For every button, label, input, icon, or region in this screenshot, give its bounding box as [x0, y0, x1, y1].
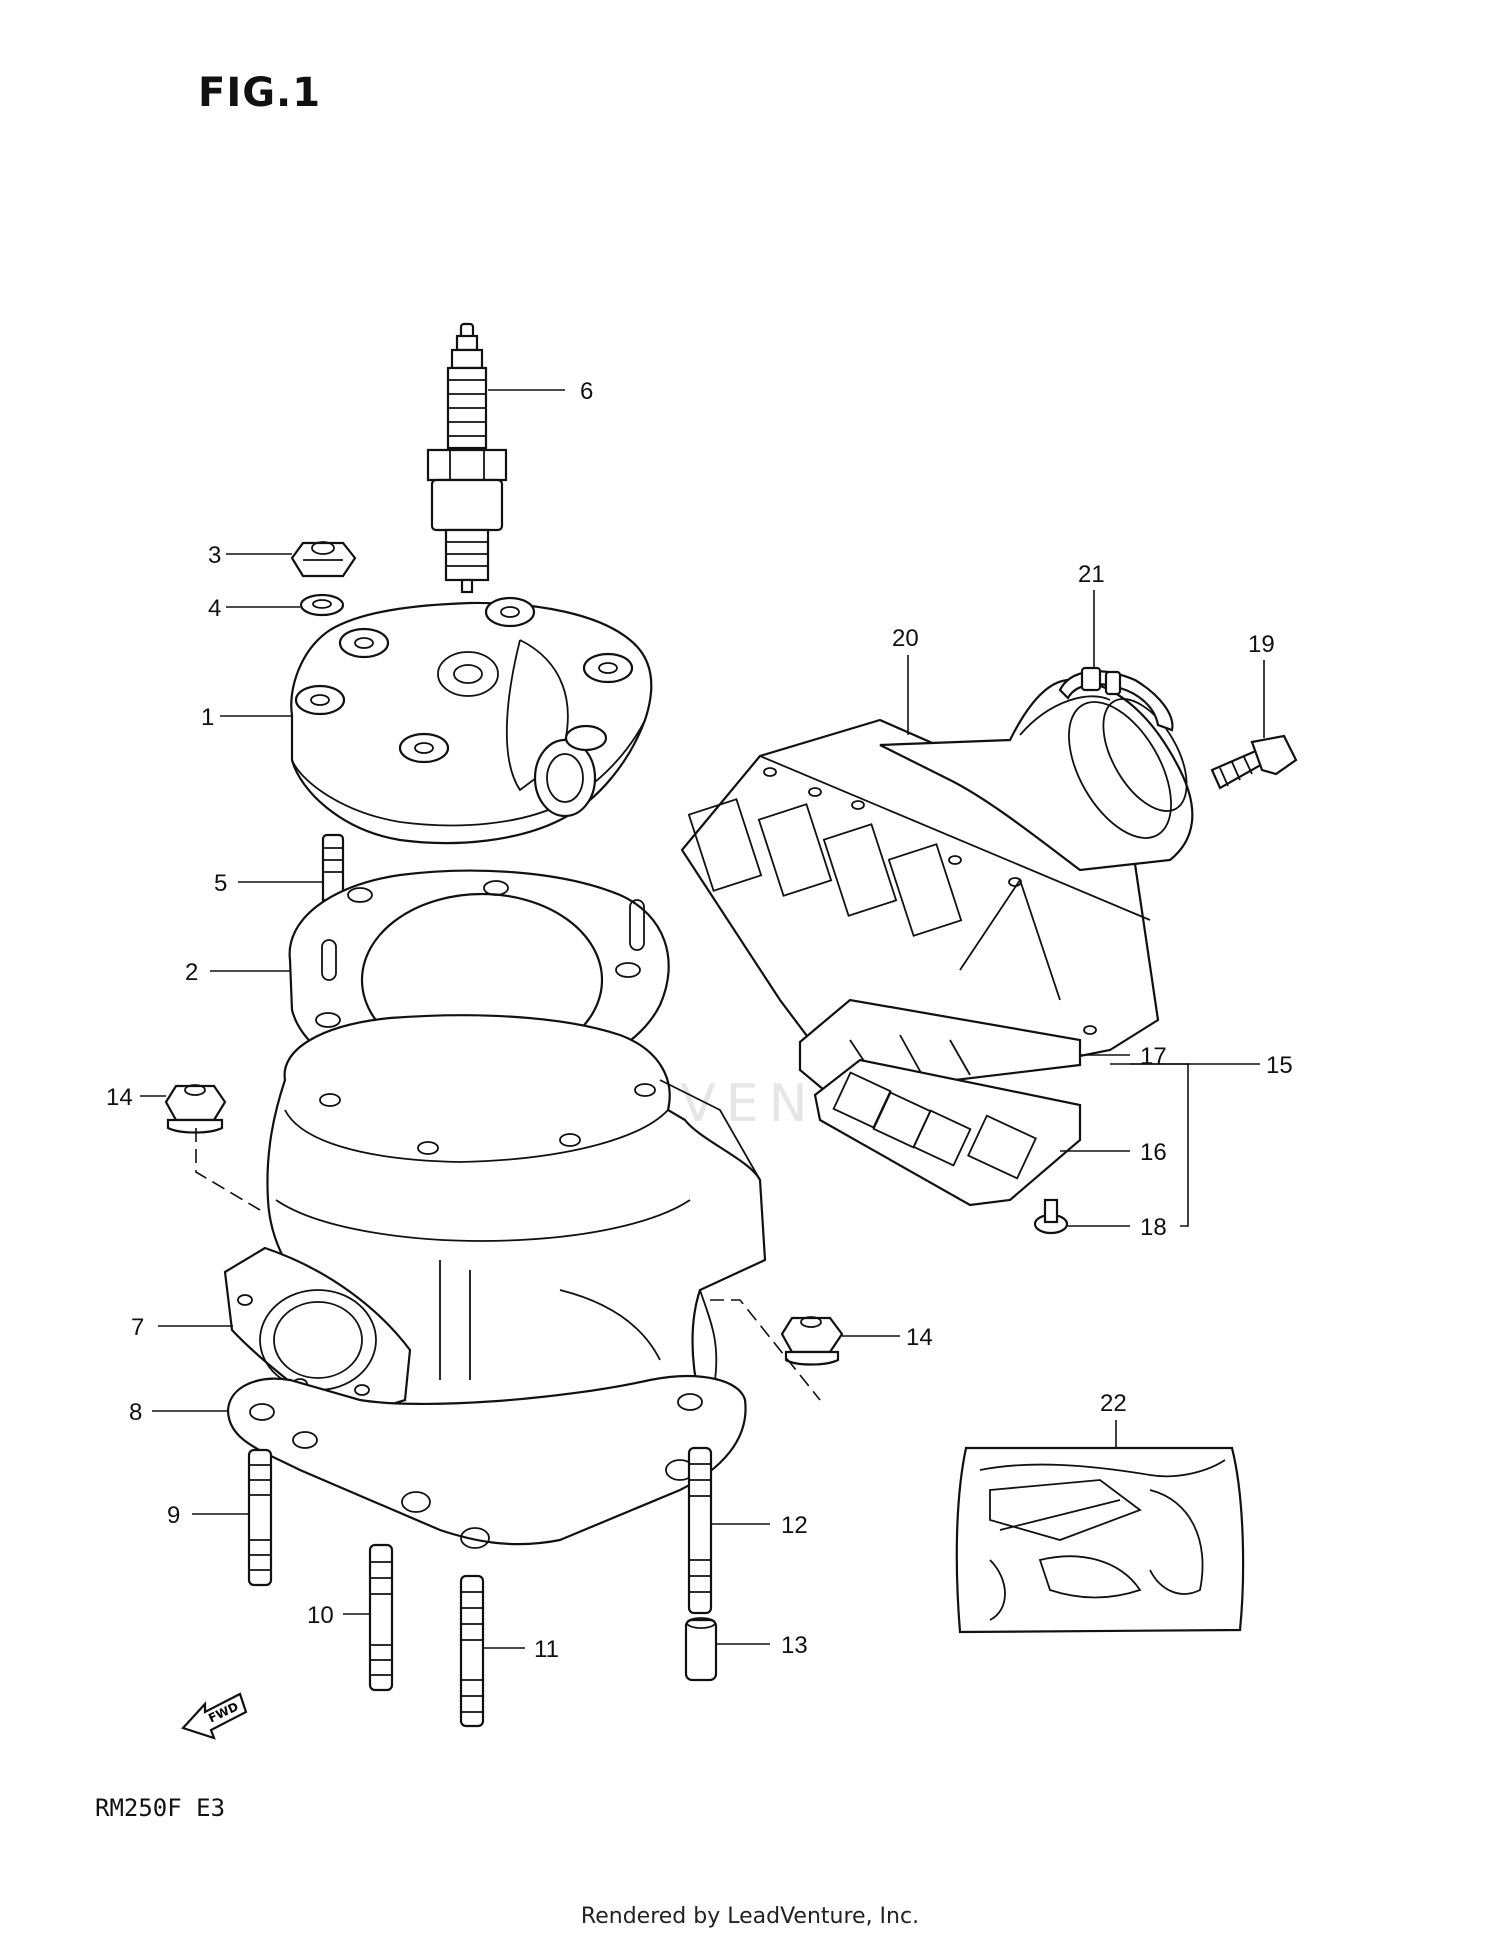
reed-petal-part-16[interactable] — [813, 1058, 1082, 1207]
intake-bolt-part-19[interactable] — [1210, 734, 1298, 790]
callout-1: 1 — [201, 704, 214, 731]
callout-3: 3 — [208, 542, 221, 569]
cylinder-head-nut-part-3[interactable] — [290, 541, 357, 578]
callout-5: 5 — [214, 870, 227, 897]
callout-labels: 6 3 4 1 5 2 14 7 8 9 10 11 12 13 14 15 1… — [106, 378, 1293, 1663]
callout-11: 11 — [534, 1636, 559, 1663]
flange-nut-part-14-left[interactable] — [164, 1084, 227, 1134]
screw-part-18[interactable] — [1033, 1198, 1069, 1235]
callout-20: 20 — [892, 625, 919, 652]
stud-bolt-part-11[interactable] — [459, 1574, 485, 1728]
stud-bolt-part-10[interactable] — [368, 1543, 394, 1692]
callout-14-left: 14 — [106, 1084, 133, 1111]
callout-14-right: 14 — [906, 1324, 933, 1351]
stud-bolt-part-12[interactable] — [687, 1446, 713, 1615]
callout-13: 13 — [781, 1632, 808, 1659]
callout-6: 6 — [580, 378, 593, 405]
hose-clamp-part-21[interactable] — [1058, 666, 1174, 732]
callout-18: 18 — [1140, 1214, 1167, 1241]
callout-9: 9 — [167, 1502, 180, 1529]
cylinder-base-gasket-part-8[interactable] — [226, 1374, 747, 1549]
cylinder-head-part-1[interactable] — [290, 596, 653, 845]
stud-bolt-part-9[interactable] — [247, 1448, 273, 1587]
assembly-lines — [195, 1128, 821, 1401]
figure-title: FIG.1 — [198, 70, 322, 116]
intake-boot-part-20[interactable] — [879, 678, 1204, 872]
callout-7: 7 — [131, 1314, 144, 1341]
flange-nut-part-14-right[interactable] — [780, 1316, 844, 1366]
dowel-pin-part-13[interactable] — [684, 1617, 718, 1682]
callout-22: 22 — [1100, 1390, 1127, 1417]
callout-12: 12 — [781, 1512, 808, 1539]
spark-plug-part-6[interactable] — [426, 322, 508, 594]
callout-2: 2 — [185, 959, 198, 986]
gasket-set-part-22[interactable] — [955, 1446, 1245, 1634]
callout-8: 8 — [129, 1399, 142, 1426]
footer-credit: Rendered by LeadVenture, Inc. — [580, 1904, 920, 1929]
callout-19: 19 — [1248, 631, 1275, 658]
callout-21: 21 — [1078, 561, 1105, 588]
model-code: RM250F E3 — [95, 1794, 226, 1822]
washer-part-4[interactable] — [299, 593, 345, 617]
callout-15: 15 — [1266, 1052, 1293, 1079]
callout-4: 4 — [208, 595, 221, 622]
callout-17: 17 — [1140, 1043, 1167, 1070]
callout-16: 16 — [1140, 1139, 1167, 1166]
leader-lines — [140, 389, 1265, 1649]
fwd-arrow-icon: FWD — [181, 1692, 248, 1740]
callout-10: 10 — [307, 1602, 334, 1629]
